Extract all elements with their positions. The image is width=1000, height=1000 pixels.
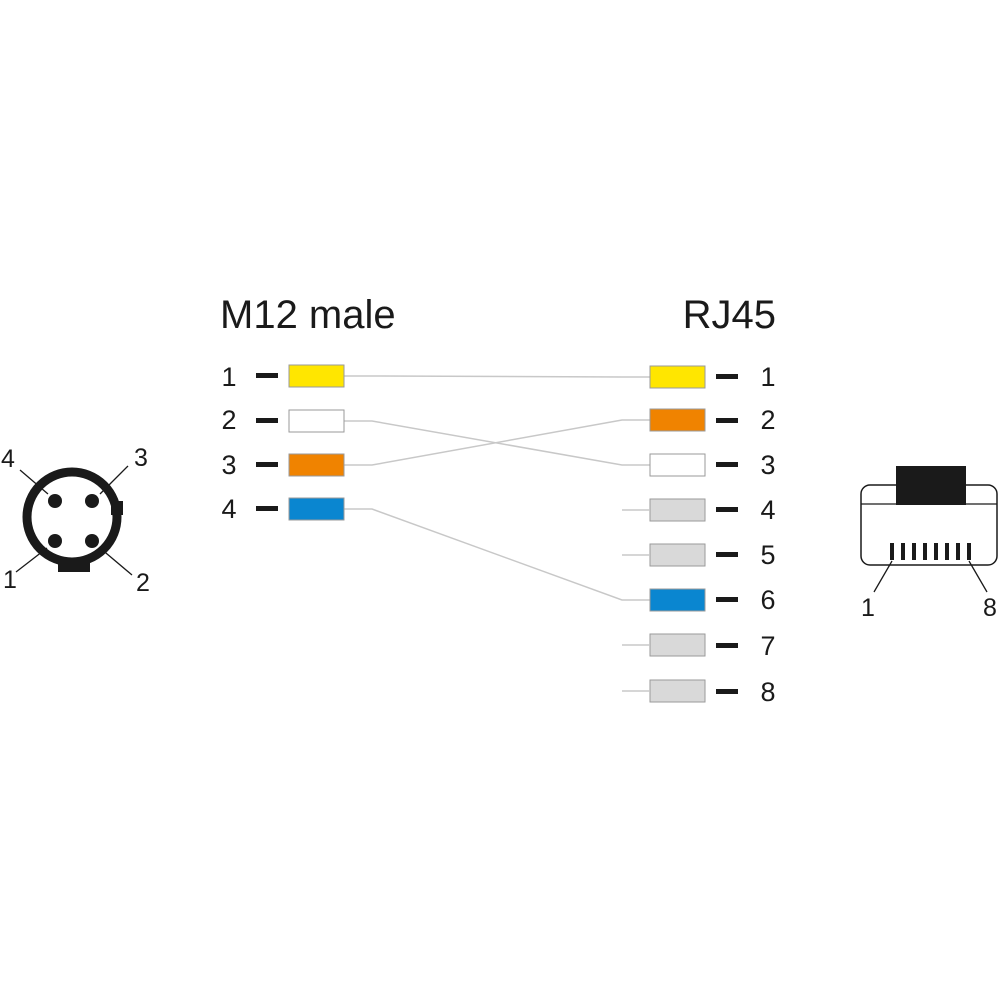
m12-key-notch: [111, 501, 123, 515]
rj45-pin-list: 1 2 3 4 5 6 7: [649, 362, 776, 707]
m12-face-label-3: 3: [134, 444, 148, 472]
m12-pin-3: 3: [221, 450, 345, 480]
m12-pin-tick: [256, 462, 278, 467]
wire-m12-1-to-rj45-1: [344, 375, 650, 378]
rj45-pin-2: 2: [649, 405, 776, 435]
rj45-plug-label-8: 8: [983, 594, 997, 622]
m12-bottom-tab: [58, 562, 90, 572]
rj45-unused-stubs: [622, 509, 650, 692]
rj45-pin-label: 8: [760, 677, 775, 707]
rj45-pin-6: 6: [649, 585, 776, 615]
rj45-leader-line: [873, 560, 893, 593]
rj45-pin-tick: [716, 689, 738, 694]
rj45-wire-box: [649, 453, 706, 477]
m12-wire-box: [288, 364, 345, 388]
m12-pin-label: 2: [221, 405, 236, 435]
rj45-pin-label: 5: [760, 540, 775, 570]
rj45-pin-tick: [716, 507, 738, 512]
wire-m12-3-to-rj45-2: [344, 419, 650, 466]
m12-leader-line: [99, 547, 133, 576]
m12-pin-2: 2: [221, 405, 345, 435]
rj45-pin-tick: [716, 418, 738, 423]
rj45-pin-7: 7: [649, 631, 776, 661]
rj45-title: RJ45: [683, 293, 776, 337]
rj45-pin-label: 7: [760, 631, 775, 661]
m12-face-label-2: 2: [136, 569, 150, 597]
rj45-pin-label: 2: [760, 405, 775, 435]
rj45-contacts: [890, 543, 971, 560]
rj45-wire-box: [649, 679, 706, 703]
rj45-contact: [923, 543, 927, 560]
m12-outer-ring: [22, 467, 122, 567]
rj45-contact: [901, 543, 905, 560]
m12-contact-1: [48, 534, 62, 548]
rj45-pin-1: 1: [649, 362, 776, 392]
rj45-pin-label: 3: [760, 450, 775, 480]
m12-pin-list: 1 2 3 4: [221, 362, 345, 524]
m12-contact-4: [48, 494, 62, 508]
rj45-contact: [934, 543, 938, 560]
rj45-pin-tick: [716, 462, 738, 467]
rj45-pin-label: 1: [760, 362, 775, 392]
wire-m12-4-to-rj45-6: [344, 508, 650, 601]
rj45-latch: [896, 466, 966, 505]
m12-pin-label: 1: [221, 362, 236, 392]
rj45-pin-tick: [716, 643, 738, 648]
m12-contact-2: [85, 534, 99, 548]
rj45-wire-box: [649, 543, 706, 567]
rj45-wire-box: [649, 408, 706, 432]
rj45-pin-5: 5: [649, 540, 776, 570]
m12-leader-line: [99, 465, 129, 495]
rj45-pin-label: 4: [760, 495, 775, 525]
rj45-pin-4: 4: [649, 495, 776, 525]
rj45-pin-3: 3: [649, 450, 776, 480]
m12-connector-face: 4 3 1 2: [1, 444, 150, 597]
rj45-pin-tick: [716, 552, 738, 557]
m12-wire-box: [288, 409, 345, 433]
m12-pin-label: 4: [221, 494, 236, 524]
m12-pin-4: 4: [221, 494, 345, 524]
wires: [344, 375, 650, 601]
rj45-contact: [956, 543, 960, 560]
m12-leader-line: [15, 547, 48, 573]
rj45-wire-box: [649, 633, 706, 657]
rj45-contact: [945, 543, 949, 560]
rj45-pin-8: 8: [649, 677, 776, 707]
m12-pin-tick: [256, 418, 278, 423]
rj45-pin-label: 6: [760, 585, 775, 615]
rj45-plug-label-1: 1: [861, 594, 875, 622]
rj45-wire-box: [649, 365, 706, 389]
rj45-contact: [890, 543, 894, 560]
rj45-wire-box: [649, 588, 706, 612]
m12-contact-3: [85, 494, 99, 508]
m12-title: M12 male: [220, 293, 396, 337]
rj45-leader-line: [968, 560, 988, 593]
rj45-pin-tick: [716, 597, 738, 602]
m12-face-label-1: 1: [3, 566, 17, 594]
rj45-contact: [912, 543, 916, 560]
rj45-wire-box: [649, 498, 706, 522]
m12-pin-tick: [256, 373, 278, 378]
m12-pin-1: 1: [221, 362, 345, 392]
m12-leader-line: [19, 469, 49, 495]
rj45-plug: 1 8: [860, 466, 998, 622]
m12-pin-label: 3: [221, 450, 236, 480]
m12-wire-box: [288, 453, 345, 477]
m12-wire-box: [288, 497, 345, 521]
rj45-contact: [967, 543, 971, 560]
rj45-pin-tick: [716, 374, 738, 379]
m12-face-label-4: 4: [1, 445, 15, 473]
m12-pin-tick: [256, 506, 278, 511]
